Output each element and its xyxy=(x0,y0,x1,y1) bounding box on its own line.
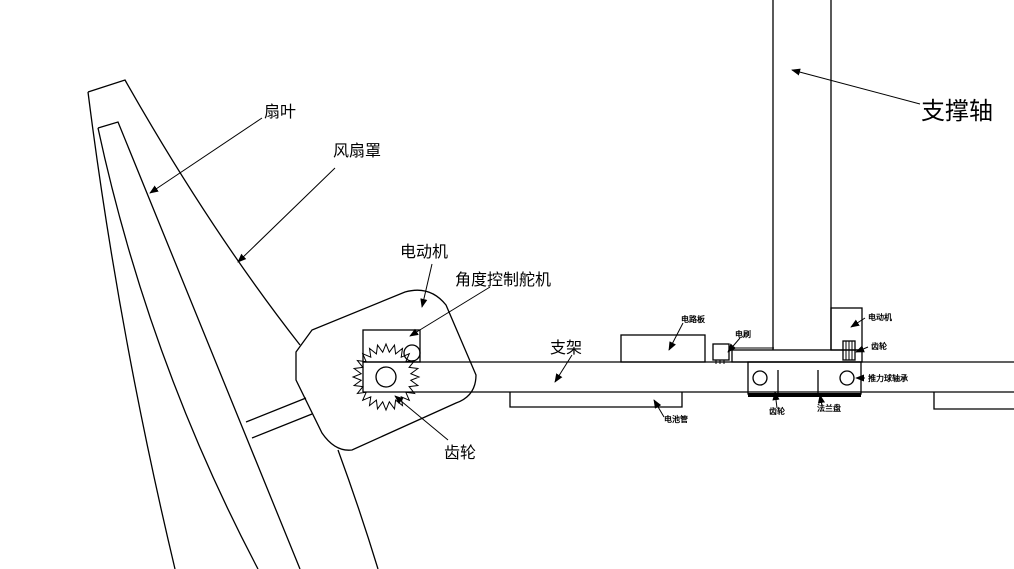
gear-left-hub xyxy=(375,366,397,388)
circuit-board xyxy=(620,334,706,363)
label-motor-right: 电动机 xyxy=(868,312,892,322)
label-motor-left: 电动机 xyxy=(400,242,448,261)
label-thrust-bearing: 推力球轴承 xyxy=(868,373,908,383)
motor-housing xyxy=(295,289,477,451)
leader-lines xyxy=(149,68,921,441)
fan-cover xyxy=(87,79,379,569)
battery-tube xyxy=(509,392,683,408)
label-bracket: 支架 xyxy=(550,338,582,357)
fan-shaft xyxy=(245,397,313,439)
label-fan-cover: 风扇罩 xyxy=(333,141,381,160)
label-circuit-board: 电路板 xyxy=(681,314,706,324)
gear-left xyxy=(351,342,421,412)
label-gear-right: 齿轮 xyxy=(871,341,887,351)
right-end-block xyxy=(933,392,1014,410)
servo-shaft xyxy=(403,344,421,362)
bracket xyxy=(362,361,1014,393)
label-battery: 电池管 xyxy=(664,414,688,424)
label-servo: 角度控制舵机 xyxy=(455,270,551,289)
label-fan-blade: 扇叶 xyxy=(264,102,296,121)
label-support-shaft: 支撑轴 xyxy=(921,97,993,125)
label-brush: 电刷 xyxy=(735,329,751,339)
label-gear-left: 齿轮 xyxy=(444,443,476,462)
label-flange: 法兰盘 xyxy=(817,403,841,413)
brush xyxy=(712,343,774,364)
fan-blade xyxy=(97,121,301,569)
label-gear-bottom: 齿轮 xyxy=(769,406,785,416)
gear-right xyxy=(842,340,856,361)
support-shaft xyxy=(772,0,832,350)
